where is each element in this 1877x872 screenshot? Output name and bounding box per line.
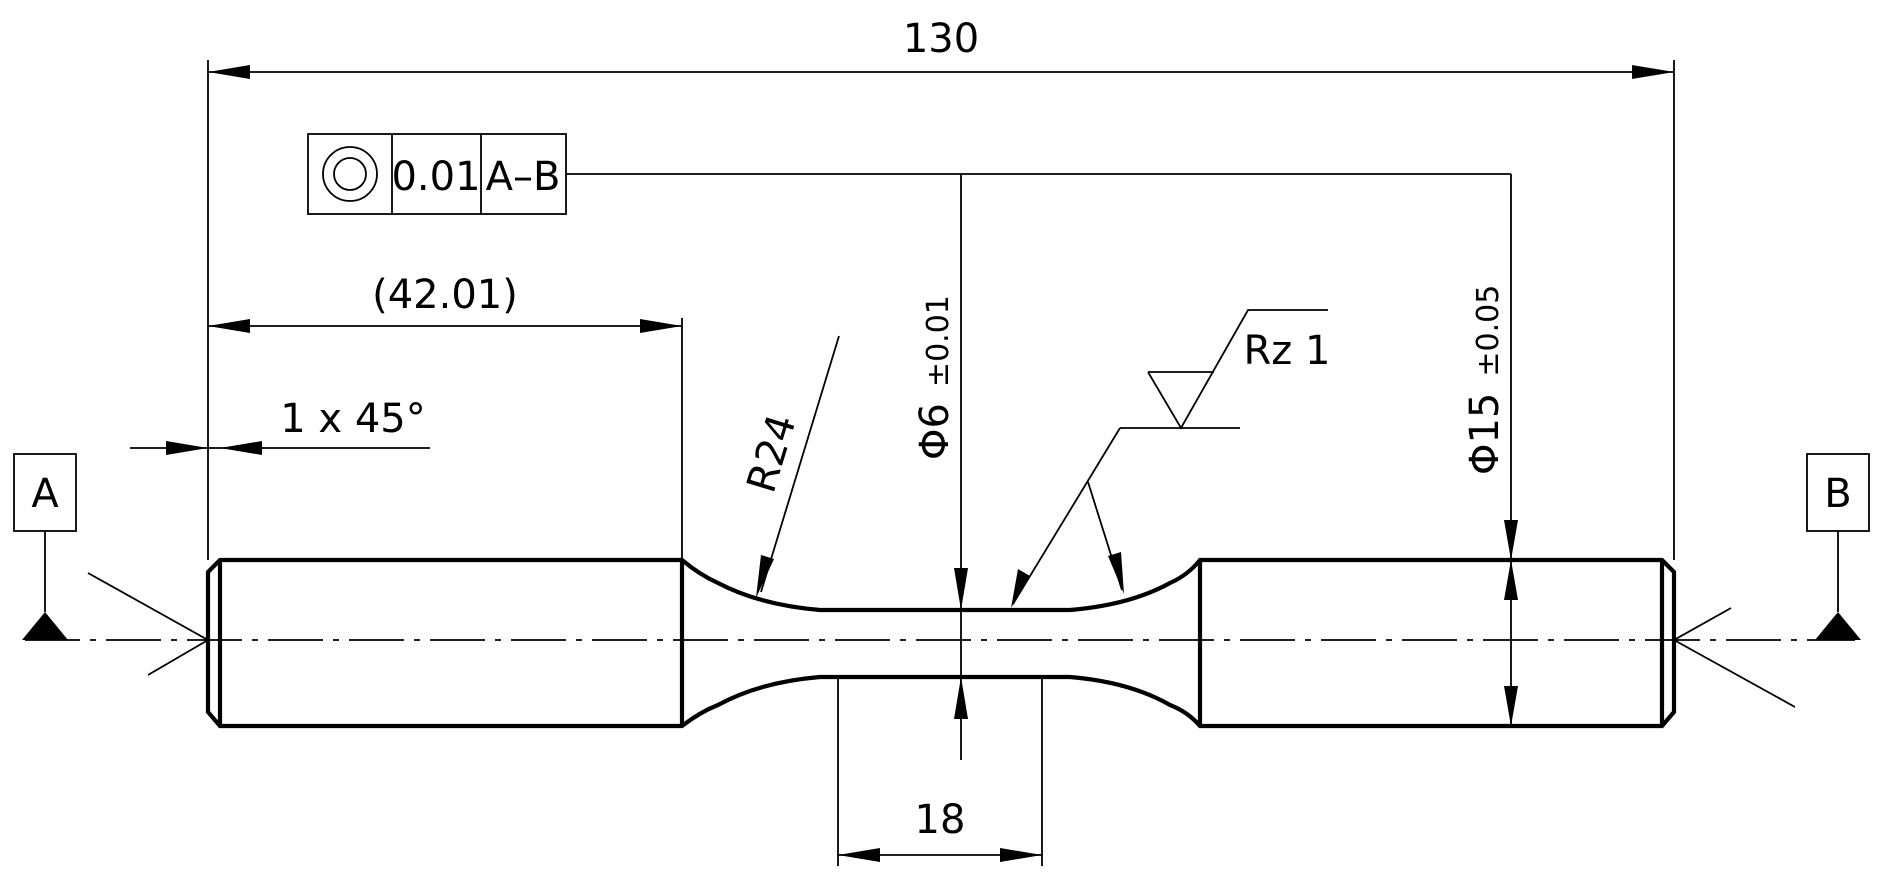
tolerance-frame: 0.01 A–B <box>307 133 1512 570</box>
radius-value: R24 <box>739 409 806 498</box>
gauge-length-value: 18 <box>915 797 966 843</box>
dimension-chamfer: 1 x 45° <box>130 396 430 455</box>
center-point-right <box>1673 607 1796 708</box>
grip-diameter-text: Φ15 ±0.05 <box>1462 285 1508 475</box>
chamfer-value: 1 x 45° <box>280 396 425 442</box>
center-point-left <box>87 572 209 676</box>
datum-b: B <box>1806 453 1870 640</box>
datum-b-label: B <box>1824 471 1851 517</box>
gauge-diameter-symbol: Φ6 <box>912 403 958 460</box>
surface-finish-value: Rz 1 <box>1244 328 1331 374</box>
overall-length-value: 130 <box>903 16 979 62</box>
dimension-reference-length: (42.01) <box>208 272 683 560</box>
datum-reference: A–B <box>486 154 561 200</box>
dimension-grip-diameter: Φ15 ±0.05 <box>1462 285 1518 726</box>
datum-a-label: A <box>31 471 59 517</box>
dimension-radius: R24 <box>739 335 840 598</box>
specimen-outline <box>205 557 1677 729</box>
surface-finish-symbol: Rz 1 <box>1011 309 1331 608</box>
grip-diameter-symbol: Φ15 <box>1462 393 1508 475</box>
dimension-gauge-diameter: Φ6 ±0.01 <box>912 295 968 760</box>
datum-a: A <box>13 453 77 640</box>
dimension-gauge-length: 18 <box>837 677 1043 866</box>
reference-length-value: (42.01) <box>372 272 518 318</box>
dimension-overall-length: 130 <box>207 16 1675 560</box>
grip-diameter-tolerance: ±0.05 <box>1471 285 1506 377</box>
tolerance-value: 0.01 <box>391 154 480 200</box>
gauge-diameter-text: Φ6 ±0.01 <box>912 295 958 460</box>
concentricity-icon <box>322 146 378 202</box>
gauge-diameter-tolerance: ±0.01 <box>921 295 956 387</box>
